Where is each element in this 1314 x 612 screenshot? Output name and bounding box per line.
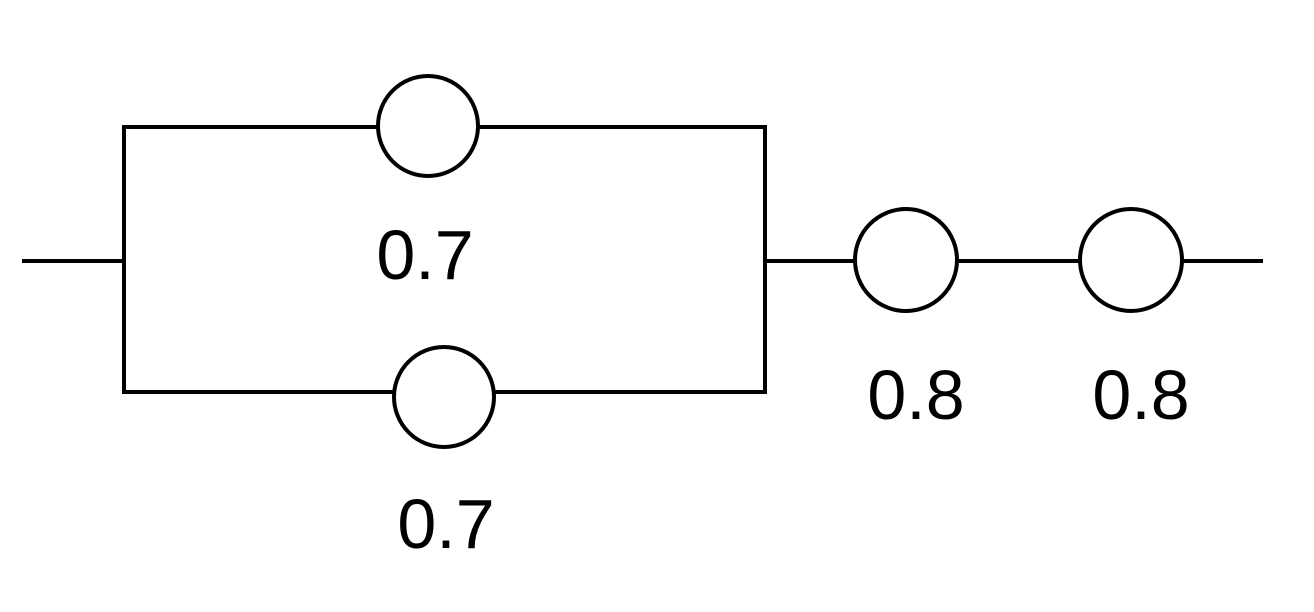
label-parallel-bottom: 0.7 xyxy=(397,485,494,563)
label-parallel-top: 0.7 xyxy=(376,216,473,294)
component-parallel-bottom xyxy=(392,345,496,449)
component-series-1 xyxy=(853,207,959,313)
component-series-2 xyxy=(1078,207,1184,313)
label-series-1: 0.8 xyxy=(867,356,964,434)
label-series-2: 0.8 xyxy=(1092,356,1189,434)
component-parallel-top xyxy=(376,74,480,178)
